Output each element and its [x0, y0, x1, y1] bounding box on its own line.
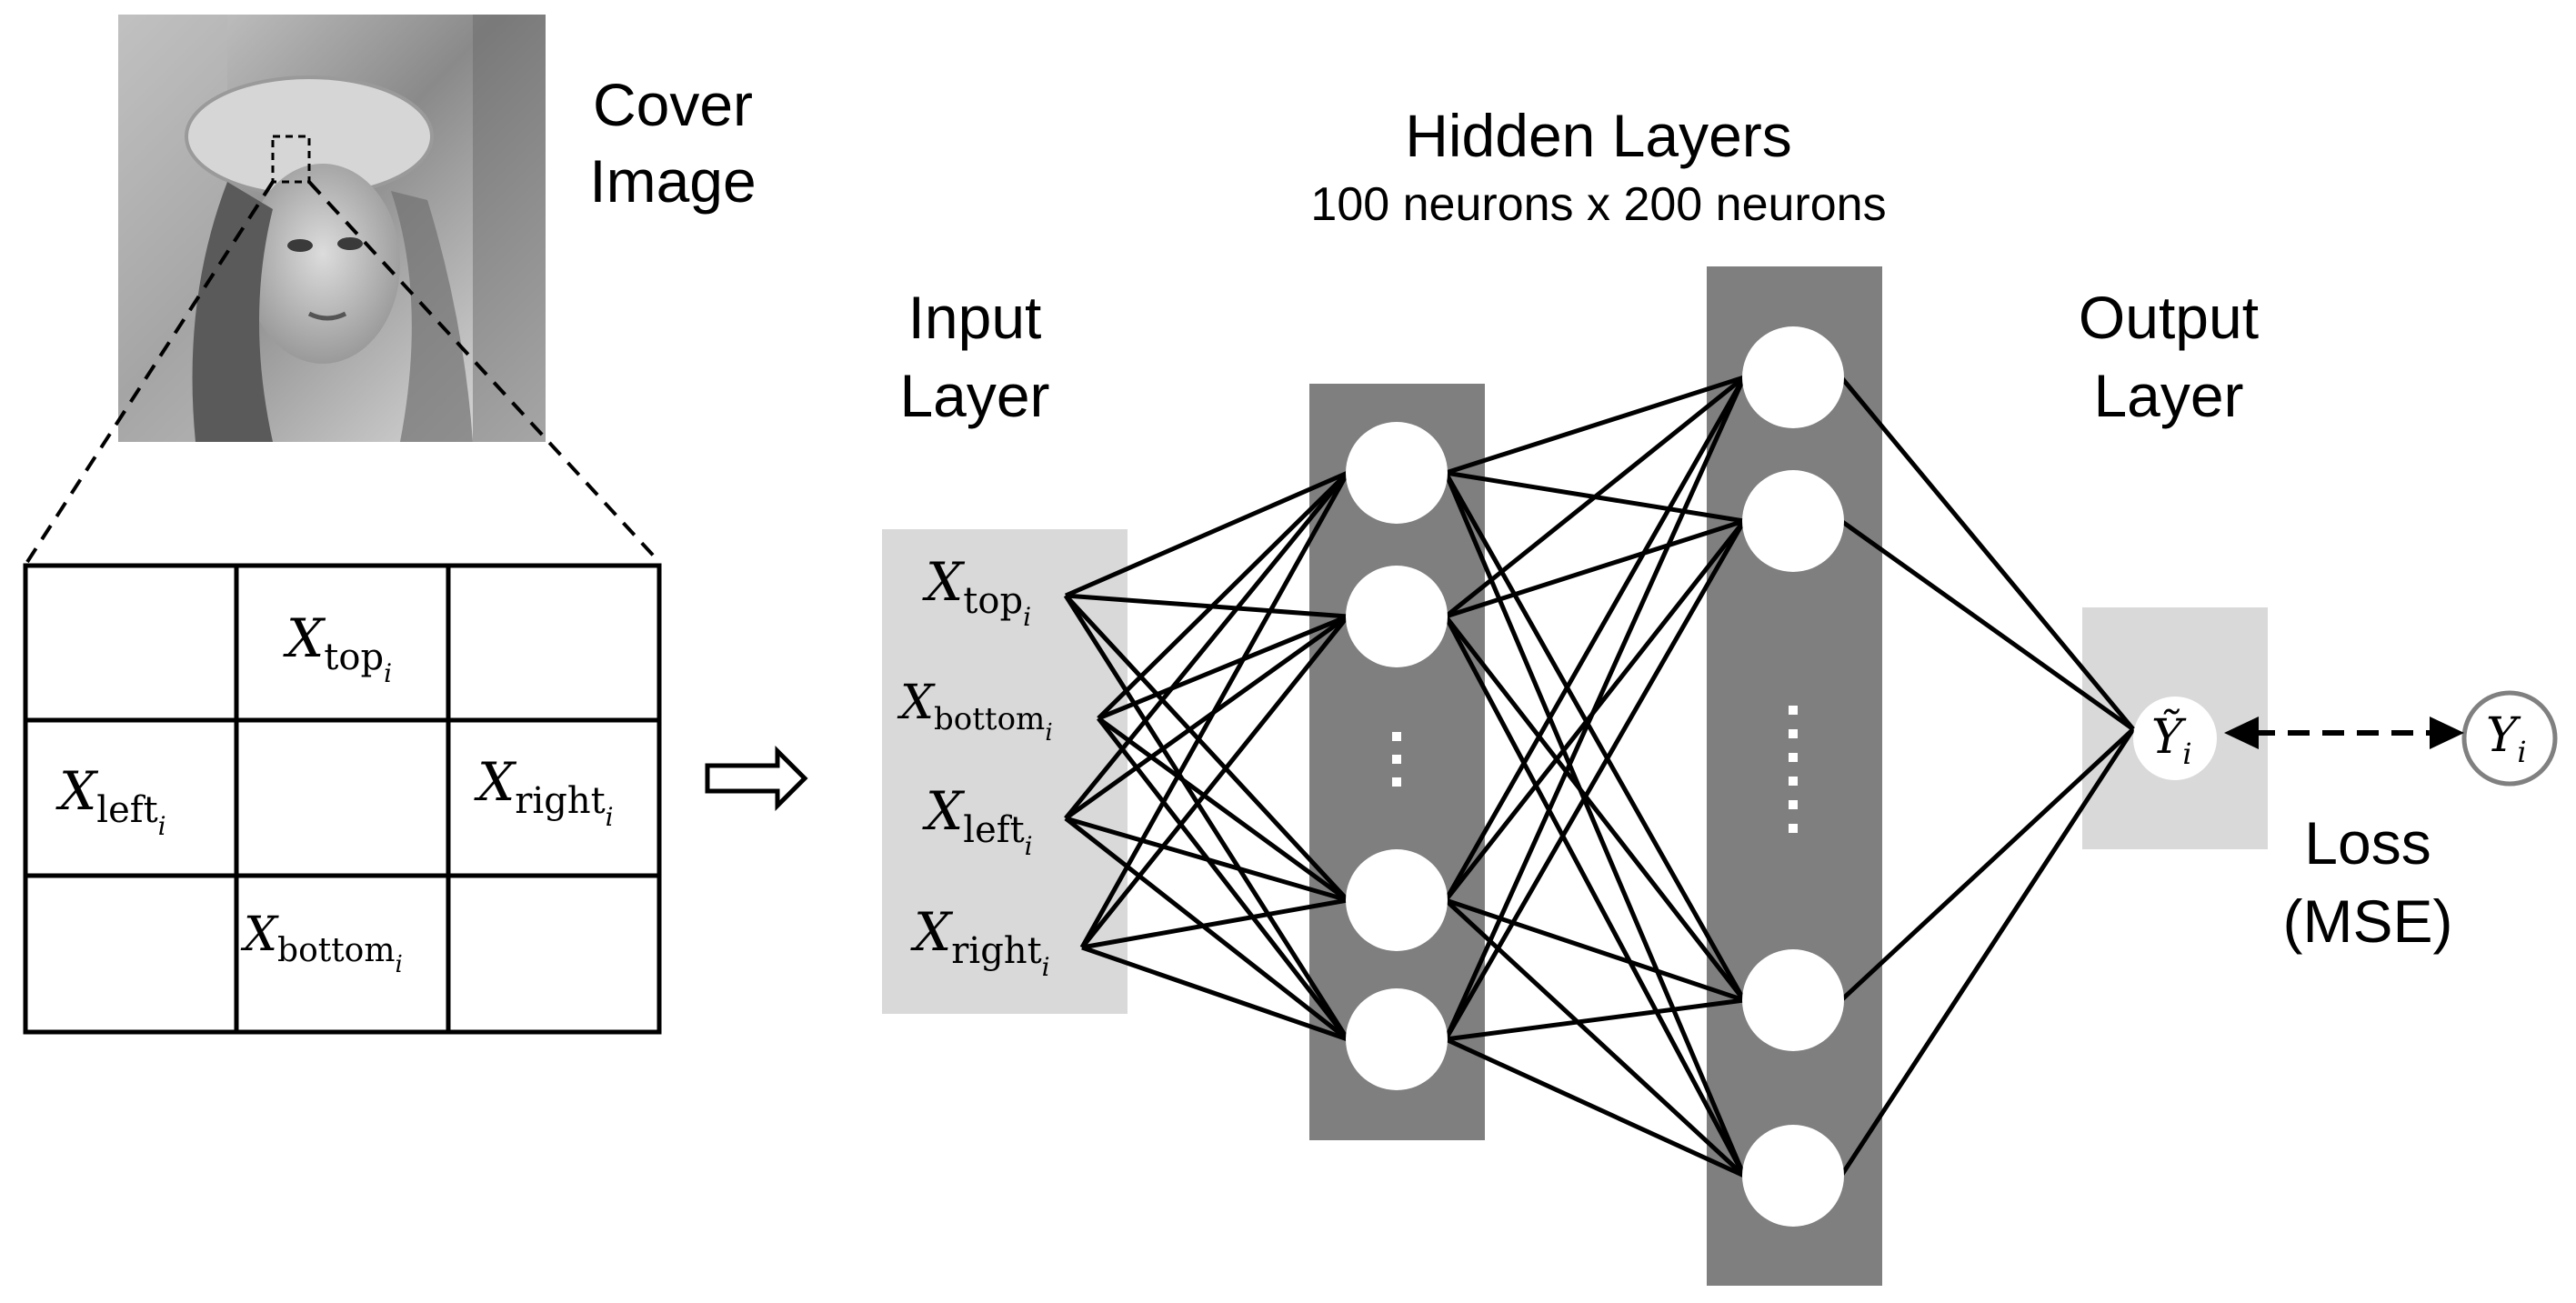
hidden1-neuron: [1346, 422, 1448, 524]
hollow-arrow-icon: [705, 745, 808, 812]
cover-label-line1: Cover: [593, 71, 753, 138]
connections: [1063, 375, 2136, 1178]
hidden-layer-2-neurons: [1742, 326, 1844, 1227]
grid-cell-right: Xrighti: [474, 751, 614, 832]
input-item-bottom: Xbottomi: [897, 676, 1053, 747]
input-layer-title-line1: Input: [908, 284, 1042, 351]
hidden-layer-2-ellipsis: [1789, 706, 1798, 833]
hidden1-neuron: [1346, 566, 1448, 667]
input-item-top: Xtopi: [922, 551, 1031, 632]
cover-label-line2: Image: [589, 147, 756, 215]
hidden2-neuron: [1742, 326, 1844, 428]
loss-label-line1: Loss: [2304, 809, 2431, 877]
input-layer-title-line2: Layer: [899, 362, 1049, 429]
target-label: Yi: [2486, 708, 2527, 769]
output-neuron: [2133, 697, 2217, 780]
hidden1-neuron: [1346, 849, 1448, 951]
output-prediction-label: Ỹi: [2151, 709, 2192, 771]
target-circle: [2461, 690, 2558, 787]
loss-double-arrow: [2224, 717, 2464, 749]
grid-cell-left: Xlefti: [55, 760, 166, 841]
grid-cell-top: Xtopi: [283, 607, 392, 688]
hidden-layers-subtitle: 100 neurons x 200 neurons: [1310, 178, 1886, 231]
hidden2-neuron: [1742, 470, 1844, 572]
zoom-line-left: [25, 180, 275, 564]
output-layer-title-line1: Output: [2079, 284, 2259, 351]
zoom-line-right: [307, 180, 661, 564]
pixel-grid: [23, 563, 662, 1035]
hidden2-neuron: [1742, 1125, 1844, 1227]
hidden-layer-1-ellipsis: [1392, 732, 1401, 787]
output-layer-title-line2: Layer: [2093, 362, 2243, 429]
cover-image: [118, 15, 546, 442]
hidden2-neuron: [1742, 949, 1844, 1051]
grid-cell-bottom: Xbottomi: [240, 907, 403, 978]
hidden-layers-title: Hidden Layers: [1405, 102, 1792, 169]
hidden1-neuron: [1346, 988, 1448, 1090]
loss-label-line2: (MSE): [2283, 887, 2453, 955]
hidden-layer-2-band: [1707, 266, 1882, 1286]
hidden-layer-1-neurons: [1346, 422, 1448, 1090]
input-item-right: Xrighti: [910, 901, 1050, 982]
input-item-left: Xlefti: [922, 780, 1033, 861]
input-layer-band: [882, 529, 1128, 1014]
